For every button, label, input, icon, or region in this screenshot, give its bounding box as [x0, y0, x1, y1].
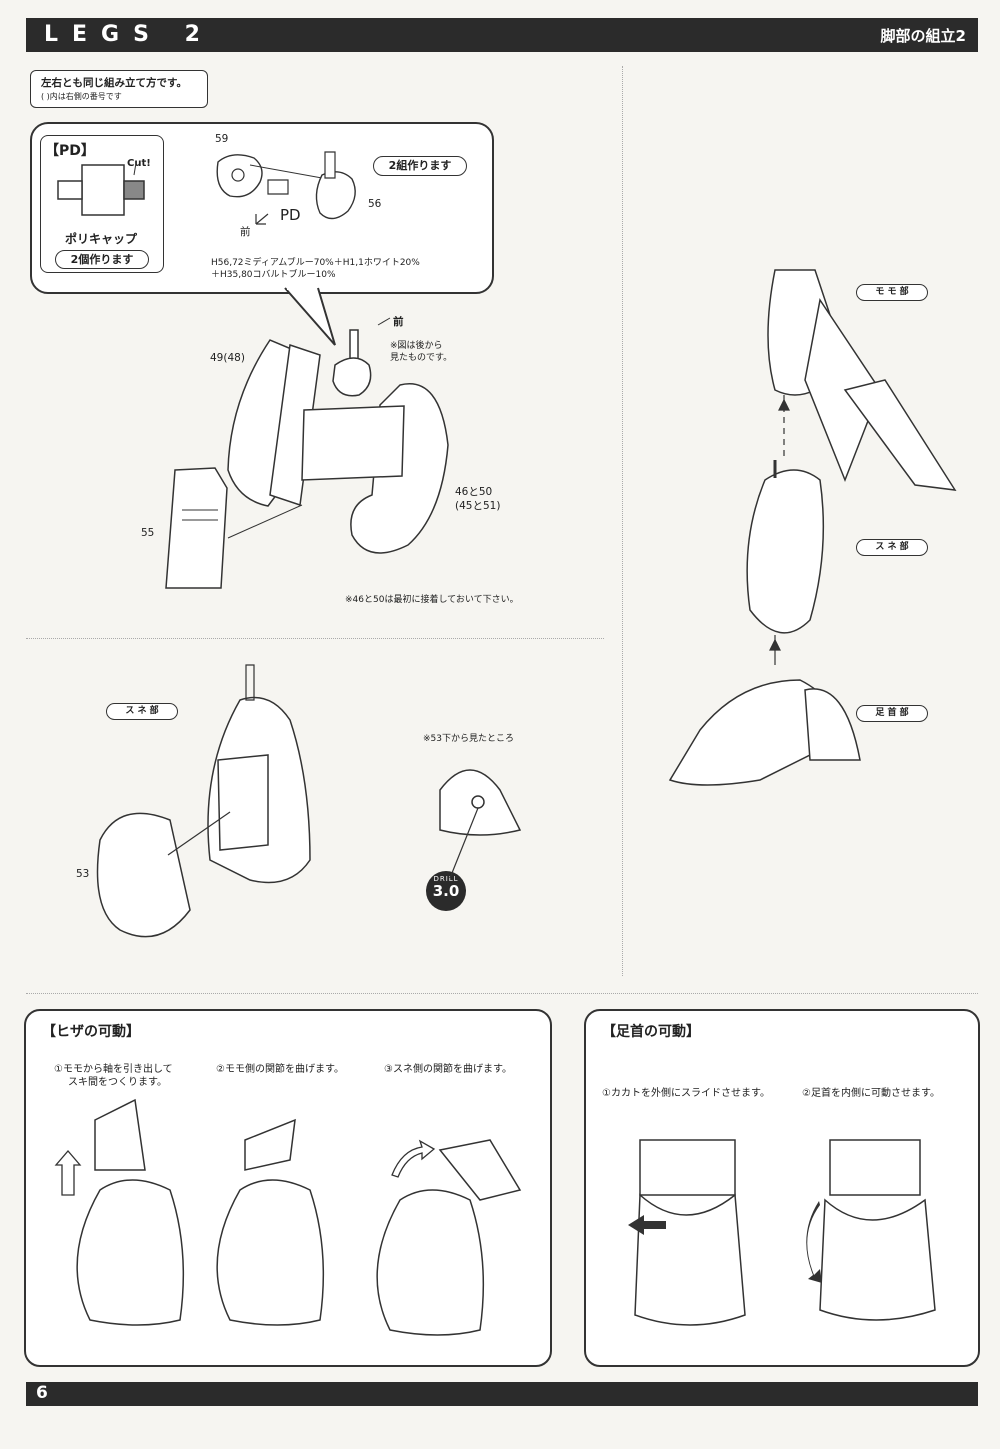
- paint-note-1: H56,72ミディアムブルー70%＋H1,1ホワイト20%: [211, 258, 420, 268]
- paint-note-2: ＋H35,80コバルトブルー10%: [211, 270, 336, 280]
- ankle-step2: ②足首を内側に可動させます。: [802, 1088, 940, 1099]
- divider-left: [26, 638, 604, 639]
- knee-step2: ②モモ側の関節を曲げます。: [216, 1064, 344, 1075]
- part-46-label: 46と50: [455, 486, 493, 498]
- front-label-bubble: 前: [240, 226, 251, 238]
- ankle-pill: 足 首 部: [856, 705, 928, 722]
- view-note: ※図は後から 見たものです。: [390, 341, 453, 363]
- part-56-label: 56: [368, 198, 382, 210]
- shin-pill: ス ネ 部: [856, 539, 928, 556]
- pd-label: PD: [280, 206, 301, 224]
- polycap-name: ポリキャップ: [65, 232, 138, 246]
- knee-step1-line1: ①モモから軸を引き出して: [54, 1064, 173, 1075]
- view-from-below-note: ※53下から見たところ: [423, 734, 514, 744]
- page-subtitle: 脚部の組立2: [880, 27, 966, 45]
- divider-bottom: [26, 993, 978, 994]
- thigh-pill: モ モ 部: [856, 284, 928, 301]
- instruction-note: 左右とも同じ組み立て方です。 ( )内は右側の番号です: [30, 70, 208, 108]
- drill-label: DRILL: [433, 875, 459, 883]
- part-53-label: 53: [76, 868, 90, 880]
- footer-bar: 6: [26, 1382, 978, 1406]
- pd-title: 【PD】: [45, 143, 95, 159]
- drill-size: 3.0: [432, 882, 460, 900]
- glue-note: ※46と50は最初に接着しておいて下さい。: [345, 595, 519, 605]
- note-main: 左右とも同じ組み立て方です。: [41, 77, 187, 89]
- part-49-label: 49(48): [210, 352, 245, 364]
- part-59-label: 59: [215, 133, 229, 145]
- cut-label: Cut!: [127, 158, 151, 169]
- polycap-icon: [40, 135, 162, 271]
- knee-step3: ③スネ側の関節を曲げます。: [384, 1064, 512, 1075]
- polycap-count-pill: 2個作ります: [55, 250, 149, 269]
- ankle-panel-title: 【足首の可動】: [602, 1024, 700, 1040]
- part-45-label: (45と51): [455, 500, 501, 512]
- note-sub: ( )内は右側の番号です: [41, 92, 122, 101]
- knee-panel-title: 【ヒザの可動】: [42, 1024, 140, 1040]
- make-two-sets-pill: 2組作ります: [373, 156, 467, 176]
- drill-badge: DRILL 3.0: [426, 871, 466, 911]
- part-55-label: 55: [141, 527, 155, 539]
- shin-section-pill: ス ネ 部: [106, 703, 178, 720]
- divider-vertical: [622, 66, 623, 976]
- knee-step1-line2: スキ間をつくります。: [68, 1077, 167, 1088]
- front-label-main: 前: [393, 316, 404, 328]
- ankle-step1: ①カカトを外側にスライドさせます。: [602, 1088, 770, 1099]
- header-bar: LEGS 2 脚部の組立2: [26, 18, 978, 52]
- page-number: 6: [36, 1383, 48, 1403]
- page-title: LEGS 2: [44, 22, 214, 47]
